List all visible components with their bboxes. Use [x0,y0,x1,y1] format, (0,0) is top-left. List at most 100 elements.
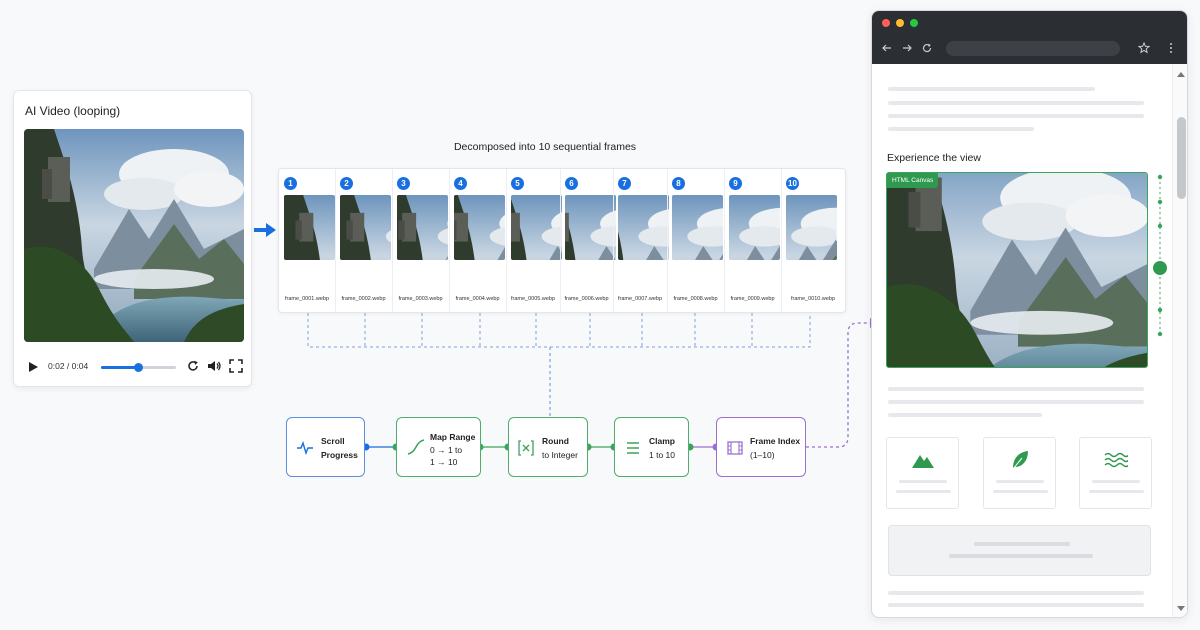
feature-card-leaf[interactable] [983,437,1056,509]
canvas-badge: HTML Canvas [887,173,939,188]
frame-thumbnail[interactable]: 9 frame_0009.webp [724,169,781,312]
frame-image [340,195,391,260]
frame-divider [392,169,393,312]
frame-divider [613,169,614,312]
frames-heading: Decomposed into 10 sequential frames [453,141,637,153]
frame-number-badge: 6 [565,177,578,190]
forward-icon[interactable] [902,43,912,53]
scroll-up-icon[interactable] [1177,72,1185,77]
frame-thumbnail[interactable]: 8 frame_0008.webp [667,169,724,312]
frames-connector [307,313,811,417]
frame-filename: frame_0002.webp [341,296,386,302]
scroll-node-line2: Progress [321,450,358,460]
frame-divider [335,169,336,312]
menu-icon[interactable] [1168,42,1174,54]
clamp-icon [627,442,639,454]
frame-thumbnail[interactable]: 6 frame_0006.webp [560,169,616,312]
video-title: AI Video (looping) [25,104,121,118]
frame-filename: frame_0005.webp [510,296,556,302]
frame-filename: frame_0009.webp [730,296,775,302]
frame-number-badge: 7 [618,177,631,190]
html-canvas[interactable]: HTML Canvas [886,172,1148,368]
skeleton-line [888,603,1144,607]
video-controls: 0:02 / 0:04 [24,359,244,375]
frame-divider [724,169,725,312]
pulse-icon [297,440,313,456]
maximize-dot[interactable] [910,19,918,27]
frame-image [618,195,669,260]
close-dot[interactable] [882,19,890,27]
round-node-sub: to Integer [542,450,578,460]
map-range-node: Map Range 0 → 1 to 1 → 10 [396,417,481,477]
feature-card-mountain[interactable] [886,437,959,509]
arrow-video-to-frames [254,223,276,237]
frame-divider [781,169,782,312]
frame-image [729,195,780,260]
replay-icon[interactable] [186,359,200,373]
frame-number-badge: 8 [672,177,685,190]
browser-window: Experience the view HTML Canvas [871,10,1188,618]
skeleton-line [888,114,1144,118]
skeleton-line [888,87,1095,91]
curve-icon [407,439,425,455]
volume-icon[interactable] [207,359,221,373]
back-icon[interactable] [882,43,892,53]
content-box [888,525,1151,576]
video-card: AI Video (looping) 0:02 / 0:04 [13,90,252,387]
clamp-node-sub: 1 to 10 [649,450,675,460]
clamp-node-title: Clamp [649,436,675,446]
minimize-dot[interactable] [896,19,904,27]
video-progress-knob[interactable] [134,363,143,372]
frame-image [786,195,837,260]
frame-image [565,195,616,260]
video-time: 0:02 / 0:04 [48,361,89,371]
feature-card-waves[interactable] [1079,437,1152,509]
frame-number-badge: 3 [397,177,410,190]
fullscreen-icon[interactable] [229,359,243,373]
frame-divider [506,169,507,312]
play-icon[interactable] [29,362,38,372]
video-player[interactable] [24,129,244,342]
frame-number-badge: 9 [729,177,742,190]
frame-divider [667,169,668,312]
frame-filename: frame_0007.webp [617,296,663,302]
frame-filename: frame_0008.webp [673,296,718,302]
skeleton-line [888,400,1144,404]
map-node-line1: 0 → 1 to [430,445,463,455]
leaf-icon [1012,451,1028,470]
frame-index-node: Frame Index (1–10) [716,417,806,477]
frame-number-badge: 1 [284,177,297,190]
skeleton-line [888,591,1144,595]
waves-icon [1104,452,1128,468]
variable-icon [518,440,534,456]
video-progress-fill [101,366,139,369]
frame-index-sub: (1–10) [750,450,775,460]
map-node-title: Map Range [430,432,476,442]
reload-icon[interactable] [922,43,932,53]
frame-filename: frame_0006.webp [564,296,609,302]
round-node: Round to Integer [508,417,588,477]
frame-image [454,195,505,260]
frame-thumbnail[interactable]: 7 frame_0007.webp [613,169,669,312]
frame-divider [560,169,561,312]
address-bar[interactable] [946,41,1120,56]
clamp-node: Clamp 1 to 10 [614,417,689,477]
browser-heading: Experience the view [887,152,981,164]
scroll-node-line1: Scroll [321,436,345,446]
frame-image [397,195,448,260]
video-progress-bar[interactable] [101,363,176,372]
frame-index-title: Frame Index [750,436,801,446]
frame-image [511,195,562,260]
star-icon[interactable] [1138,42,1150,54]
browser-chrome [872,11,1187,64]
scrollbar[interactable] [1172,64,1187,617]
scroll-down-icon[interactable] [1177,606,1185,611]
skeleton-line [888,413,1042,417]
scroll-thumb[interactable] [1177,117,1186,199]
